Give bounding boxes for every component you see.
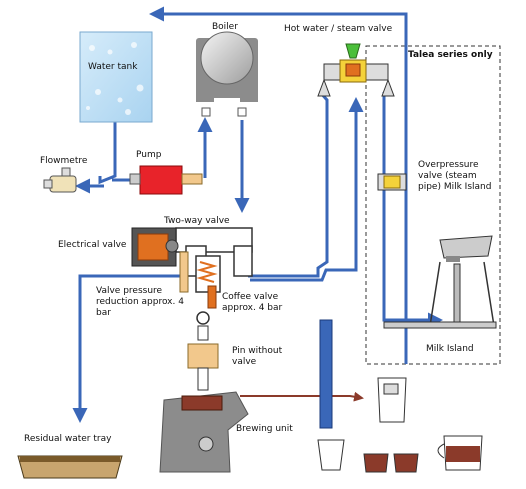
overpressure-valve [377, 173, 407, 191]
label-water-tank: Water tank [88, 62, 138, 72]
return-line-top [149, 6, 408, 364]
label-electrical-valve: Electrical valve [58, 240, 127, 250]
cups [317, 435, 483, 473]
label-two-way-valve: Two-way valve [164, 216, 230, 226]
label-hot-water-valve: Hot water / steam valve [284, 24, 393, 34]
return-pipe [319, 319, 333, 429]
label-overpressure-valve: Overpressure valve (steam pipe) Milk Isl… [418, 160, 492, 192]
label-boiler: Boiler [212, 22, 238, 32]
brewing-unit [159, 391, 249, 473]
residual-water-tray [17, 455, 123, 479]
water-tank [79, 31, 153, 123]
water-lines [72, 6, 443, 423]
label-flowmetre: Flowmetre [40, 156, 88, 166]
pin-without-valve-part [187, 311, 219, 391]
label-milk-island: Milk Island [426, 344, 474, 354]
boiler [196, 31, 258, 117]
hot-water-steam-valve [317, 43, 395, 97]
flowmetre [43, 167, 77, 193]
label-residual-water-tray: Residual water tray [24, 434, 112, 444]
milk-island [383, 235, 497, 329]
label-talea-series: Talea series only [408, 50, 493, 60]
label-pin-without-valve: Pin without valve [232, 346, 283, 367]
label-valve-pressure-reduction: Valve pressure reduction approx. 4 bar [96, 286, 184, 318]
coffee-line [240, 391, 364, 402]
milk-jug [377, 377, 407, 423]
pump [129, 165, 203, 195]
label-brewing-unit: Brewing unit [236, 424, 293, 434]
talea-series-box [365, 45, 501, 365]
electrical-valve [131, 227, 179, 267]
two-way-valve [175, 227, 253, 309]
label-coffee-valve: Coffee valve approx. 4 bar [222, 292, 283, 313]
label-pump: Pump [136, 150, 162, 160]
